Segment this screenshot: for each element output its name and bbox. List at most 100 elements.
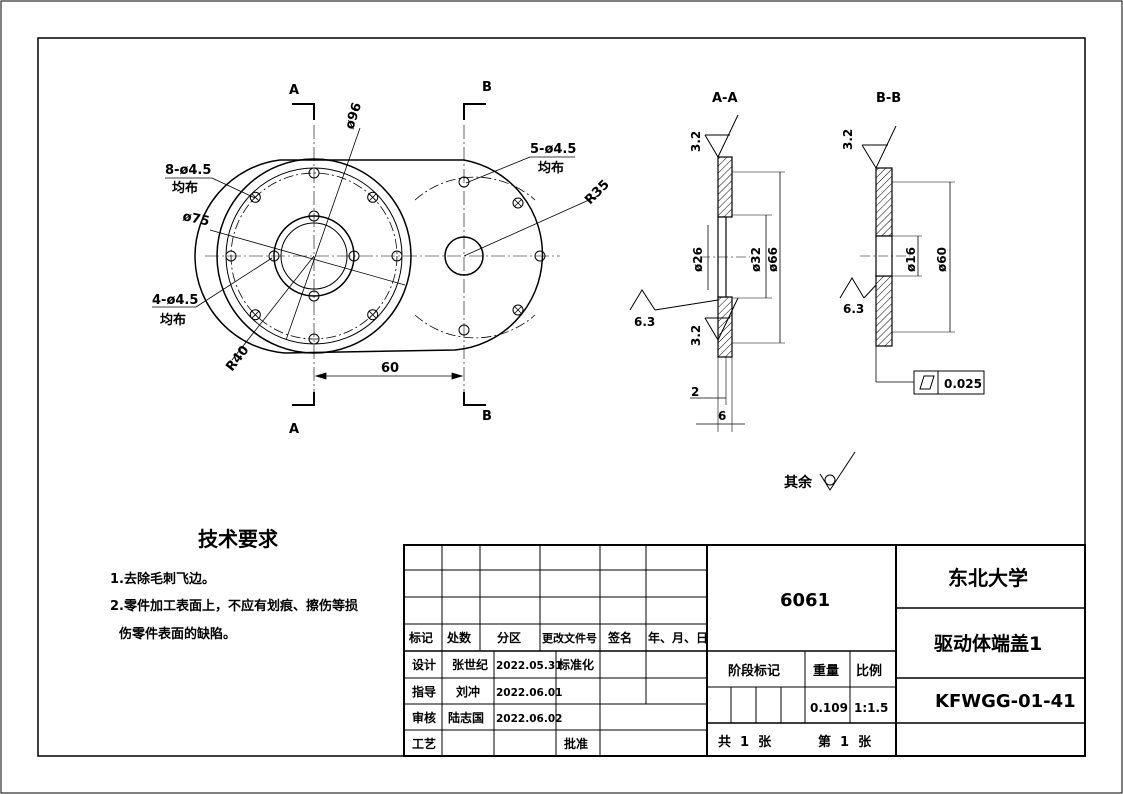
bolt-hole-4-4 bbox=[308, 210, 320, 222]
tech-requirements-title: 技术要求 bbox=[198, 527, 279, 551]
aa-roughness-bottom-value: 3.2 bbox=[689, 325, 703, 346]
rest-roughness-vee bbox=[819, 451, 856, 491]
bolt-hole-4-2 bbox=[308, 290, 320, 302]
aa-hatch-upper bbox=[717, 156, 733, 218]
bolt-hole-8-4 bbox=[249, 309, 261, 321]
date-design: 2022.05.31 bbox=[496, 660, 562, 672]
scale-label: 比例 bbox=[856, 663, 882, 679]
note-4-holes-uniform: 均布 bbox=[160, 312, 186, 328]
aa-dim2-text: 2 bbox=[691, 385, 699, 399]
note-4-holes: 4-ø4.5 bbox=[152, 293, 198, 308]
bolt-hole-5-4-cross bbox=[514, 306, 522, 314]
bolt-hole-8-5 bbox=[225, 250, 237, 262]
bb-dim16-text: ø16 bbox=[904, 247, 918, 272]
tech-note-2: 2.零件加工表面上，不应有划痕、擦伤等损 bbox=[110, 598, 358, 614]
hdr-count: 处数 bbox=[446, 630, 472, 645]
aa-roughness-bottom-symbol bbox=[704, 297, 739, 342]
view-bb-title: B-B bbox=[876, 91, 901, 106]
bolt-hole-5-2 bbox=[512, 197, 524, 209]
role-process: 工艺 bbox=[412, 736, 436, 751]
approval-label: 批准 bbox=[564, 736, 588, 751]
section-a-bottom-marker bbox=[292, 392, 315, 406]
bb-hatch-lower bbox=[875, 275, 893, 347]
weight-value: 0.109 bbox=[810, 701, 848, 715]
aa-hatch-lower bbox=[717, 296, 733, 358]
university-name: 东北大学 bbox=[948, 566, 1028, 590]
dim-r40-text: R40 bbox=[223, 343, 252, 374]
hdr-date: 年、月、日 bbox=[648, 630, 708, 645]
bolt-hole-8-6-cross bbox=[251, 193, 260, 202]
rest-surface-label: 其余 bbox=[784, 474, 813, 491]
right-lobe-dashed-arc-bottom bbox=[414, 314, 536, 339]
role-guide: 指导 bbox=[412, 684, 436, 699]
dim-r35-text: R35 bbox=[582, 177, 612, 207]
aa-roughness-side-leader bbox=[654, 299, 719, 311]
aa-roughness-side-symbol bbox=[629, 289, 656, 311]
front-view-outline bbox=[194, 159, 544, 354]
aa-dim6-text: 6 bbox=[718, 409, 726, 423]
hdr-mark: 标记 bbox=[408, 630, 433, 645]
date-review: 2022.06.02 bbox=[496, 713, 562, 725]
note-5-holes: 5-ø4.5 bbox=[530, 142, 576, 157]
bb-roughness-top-symbol bbox=[861, 125, 897, 170]
dim-line-r35 bbox=[463, 194, 601, 257]
bolt-hole-5-3 bbox=[534, 250, 546, 262]
roughness-symbols-bb bbox=[839, 125, 897, 299]
flatness-icon bbox=[919, 375, 935, 390]
role-review: 审核 bbox=[412, 710, 436, 725]
flatness-frame bbox=[913, 370, 985, 395]
tech-note-1: 1.去除毛刺飞边。 bbox=[110, 571, 215, 587]
front-view-dimension-lines bbox=[152, 127, 601, 380]
aa-dim66-text: ø66 bbox=[766, 247, 780, 272]
aa-dim32-text: ø32 bbox=[749, 247, 763, 272]
date-guide: 2022.06.01 bbox=[496, 687, 562, 699]
bolt-hole-8-8 bbox=[367, 191, 379, 203]
note-8-holes: 8-ø4.5 bbox=[165, 163, 211, 178]
bb-hatch-upper bbox=[875, 167, 893, 237]
name-guide: 刘冲 bbox=[456, 684, 480, 699]
aa-dim26-text: ø26 bbox=[691, 247, 705, 272]
standardization-label: 标准化 bbox=[557, 657, 594, 672]
bb-roughness-side-value: 6.3 bbox=[843, 302, 864, 316]
rest-roughness-circle bbox=[824, 474, 836, 486]
view-aa-title: A-A bbox=[712, 91, 738, 106]
dim-d75-text: ø75 bbox=[181, 209, 211, 229]
section-b-bottom-marker bbox=[463, 392, 486, 406]
dim-line-r40 bbox=[231, 255, 315, 361]
part-name: 驱动体端盖1 bbox=[934, 632, 1042, 655]
bolt-hole-8-3 bbox=[308, 333, 320, 345]
bb-roughness-side-symbol bbox=[839, 277, 865, 299]
section-b-label-top: B bbox=[482, 80, 492, 95]
aa-roughness-side-value: 6.3 bbox=[634, 315, 655, 329]
bb-roughness-side-leader bbox=[863, 284, 877, 299]
flatness-value: 0.025 bbox=[944, 377, 982, 391]
bolt-hole-4-1 bbox=[348, 250, 360, 262]
dim-line-d96 bbox=[285, 127, 361, 341]
roughness-symbols-aa bbox=[629, 114, 739, 342]
dim-d96-text: ø96 bbox=[343, 101, 366, 131]
sheets-total: 共 1 张 bbox=[718, 734, 772, 750]
note-8-holes-uniform: 均布 bbox=[172, 180, 198, 196]
role-design: 设计 bbox=[412, 657, 436, 672]
section-bb-view bbox=[860, 167, 955, 383]
tech-note-3: 伤零件表面的缺陷。 bbox=[110, 626, 236, 642]
section-a-top-marker bbox=[292, 103, 315, 120]
section-b-top-marker bbox=[463, 103, 486, 120]
dim-line-d75 bbox=[209, 229, 406, 286]
name-design: 张世纪 bbox=[452, 657, 488, 672]
dim-arrow-60-right bbox=[451, 372, 464, 380]
aa-roughness-top-symbol bbox=[704, 114, 739, 159]
bolt-hole-8-1 bbox=[391, 250, 403, 262]
bolt-hole-5-4 bbox=[512, 304, 524, 316]
dim-60-text: 60 bbox=[381, 361, 399, 376]
right-lobe-dashed-arc-top bbox=[414, 176, 536, 201]
section-a-label-top: A bbox=[289, 83, 299, 98]
drawing-number: KFWGG-01-41 bbox=[935, 691, 1076, 712]
hdr-zone: 分区 bbox=[497, 630, 521, 645]
bolt-hole-8-6 bbox=[249, 191, 261, 203]
bolt-hole-8-4-cross bbox=[251, 310, 260, 319]
hdr-signature: 签名 bbox=[607, 630, 632, 645]
aa-roughness-top-value: 3.2 bbox=[689, 131, 703, 152]
